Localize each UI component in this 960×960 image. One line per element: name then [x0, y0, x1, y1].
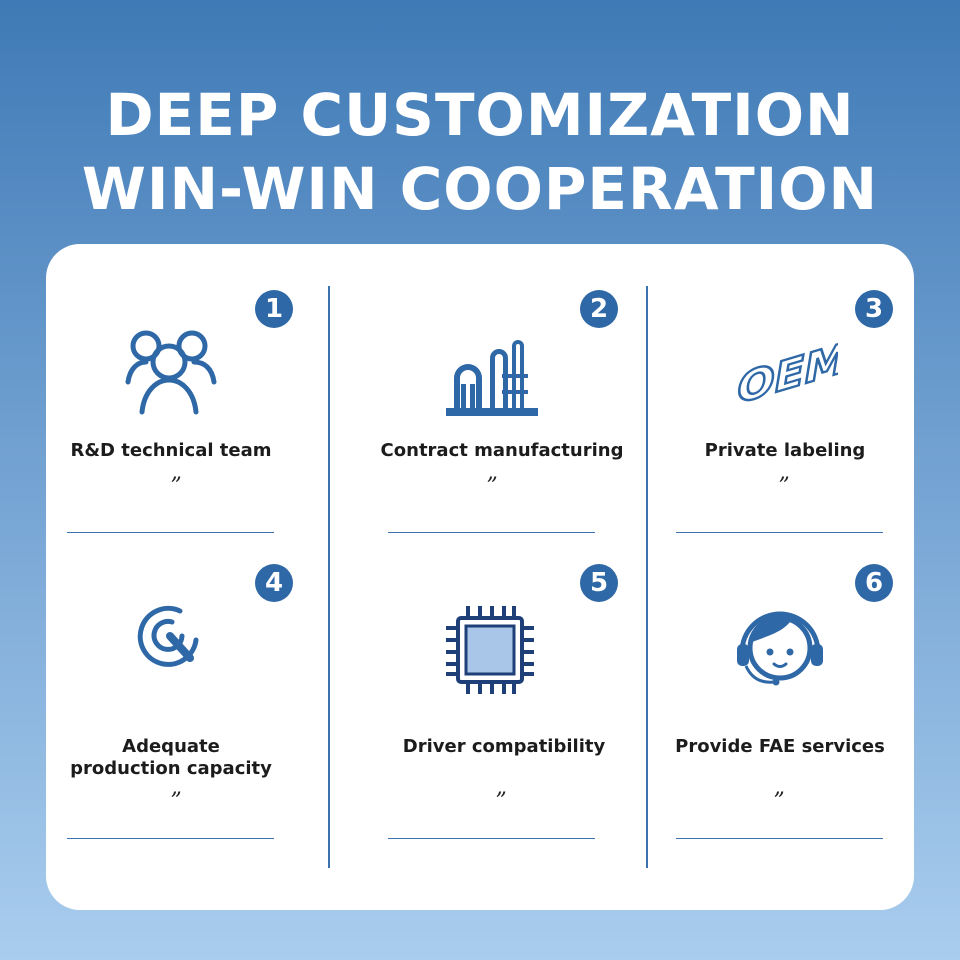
column-divider	[646, 286, 648, 868]
headline: DEEP CUSTOMIZATION WIN-WIN COOPERATION	[0, 78, 960, 226]
separator-rule	[388, 838, 595, 839]
quote-mark: ”	[486, 474, 498, 499]
quote-mark: ”	[773, 789, 785, 814]
column-divider	[328, 286, 330, 868]
gauge-icon	[137, 605, 199, 667]
separator-rule	[67, 838, 274, 839]
chip-icon	[446, 606, 534, 694]
feature-label: Driver compatibility	[402, 736, 606, 757]
feature-label: R&D technical team	[70, 440, 272, 461]
headline-line-2: WIN-WIN COOPERATION	[81, 155, 879, 223]
feature-label: Private labeling	[704, 440, 866, 461]
feature-number-badge: 1	[255, 290, 293, 328]
quote-mark: ”	[778, 474, 790, 499]
svg-text:OEM: OEM	[737, 334, 838, 412]
separator-rule	[676, 532, 883, 533]
quote-mark: ”	[170, 474, 182, 499]
feature-label: Provide FAE services	[675, 736, 885, 757]
feature-number-badge: 3	[855, 290, 893, 328]
feature-number-badge: 4	[255, 564, 293, 602]
quote-mark: ”	[495, 789, 507, 814]
oem-icon: OEM	[736, 333, 838, 412]
team-icon	[125, 330, 217, 415]
separator-rule	[676, 838, 883, 839]
feature-number-badge: 5	[580, 564, 618, 602]
separator-rule	[67, 532, 274, 533]
quote-mark: ”	[170, 789, 182, 814]
factory-icon	[446, 340, 538, 416]
headline-line-1: DEEP CUSTOMIZATION	[105, 81, 855, 149]
feature-label: Adequate production capacity	[70, 736, 272, 779]
feature-label: Contract manufacturing	[380, 440, 624, 461]
feature-number-badge: 6	[855, 564, 893, 602]
support-agent-icon	[737, 611, 823, 686]
feature-number-badge: 2	[580, 290, 618, 328]
features-card: 1 R&D technical team ” 2 Contract manufa…	[46, 244, 914, 910]
separator-rule	[388, 532, 595, 533]
